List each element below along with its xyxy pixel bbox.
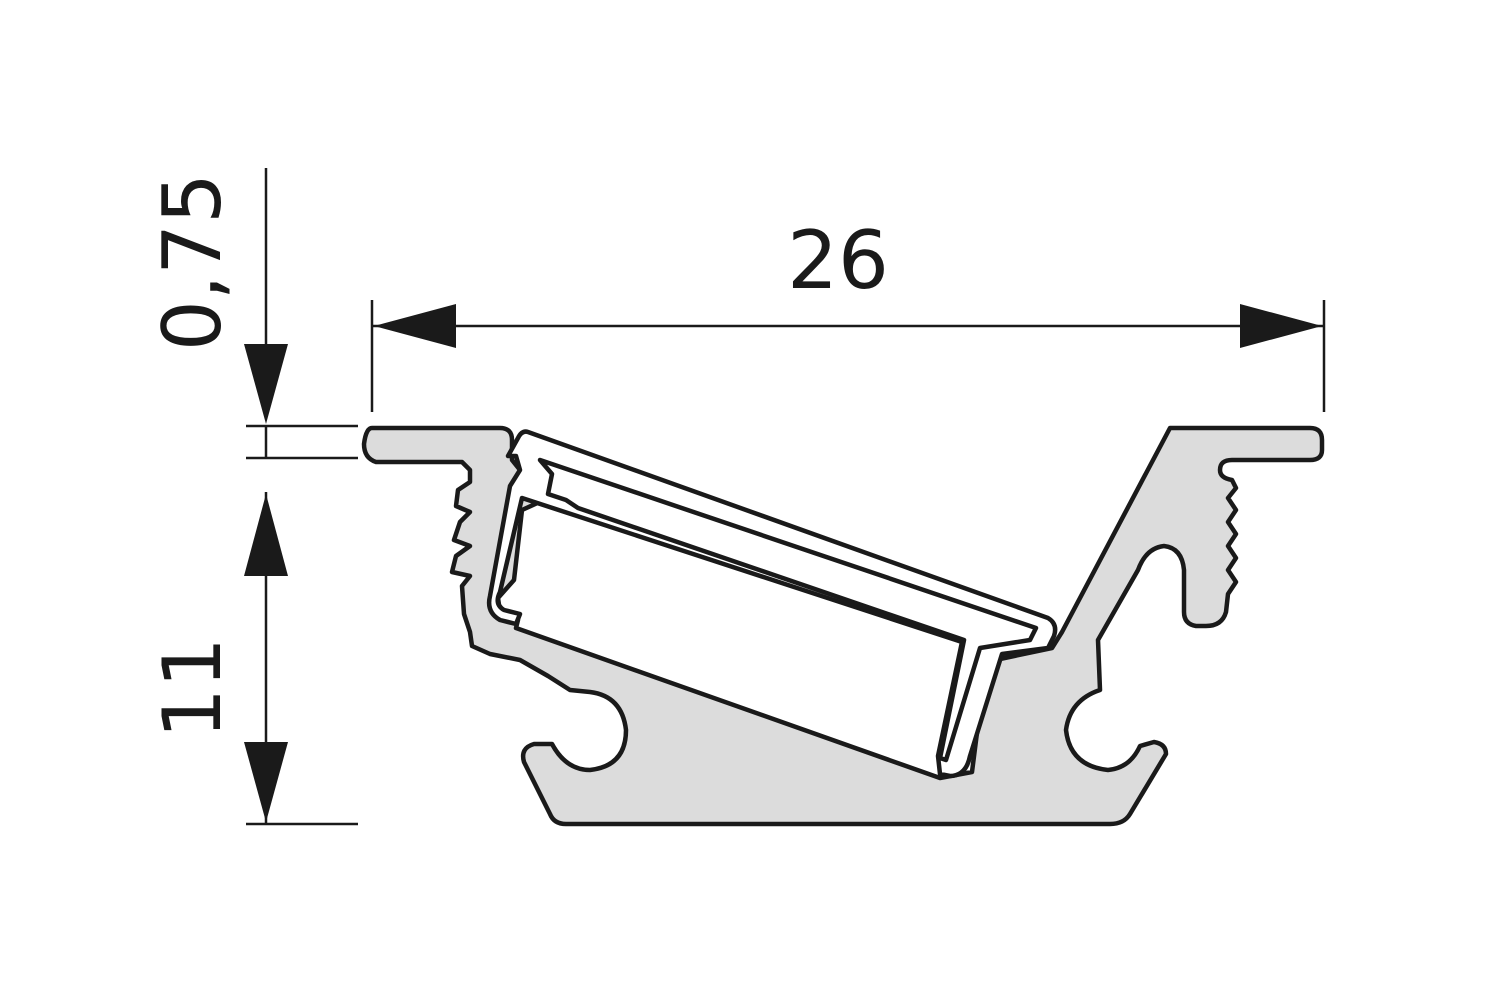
width-label: 26 — [787, 214, 889, 307]
height-dimension: 11 — [146, 492, 358, 826]
diffuser-cover — [486, 429, 1058, 779]
width-dimension: 26 — [370, 214, 1326, 412]
thickness-label: 0,75 — [146, 173, 239, 351]
height-label: 11 — [146, 637, 239, 739]
aluminium-profile — [361, 425, 1325, 827]
height-arrow-top — [244, 494, 288, 576]
thickness-dimension: 0,75 — [146, 168, 358, 460]
width-arrow-right — [1240, 304, 1322, 348]
profile-left-body — [361, 425, 1325, 827]
height-arrow-bottom — [244, 742, 288, 822]
width-arrow-left — [374, 304, 456, 348]
thickness-arrow-top — [244, 344, 288, 424]
diffuser-inner — [537, 457, 1039, 763]
